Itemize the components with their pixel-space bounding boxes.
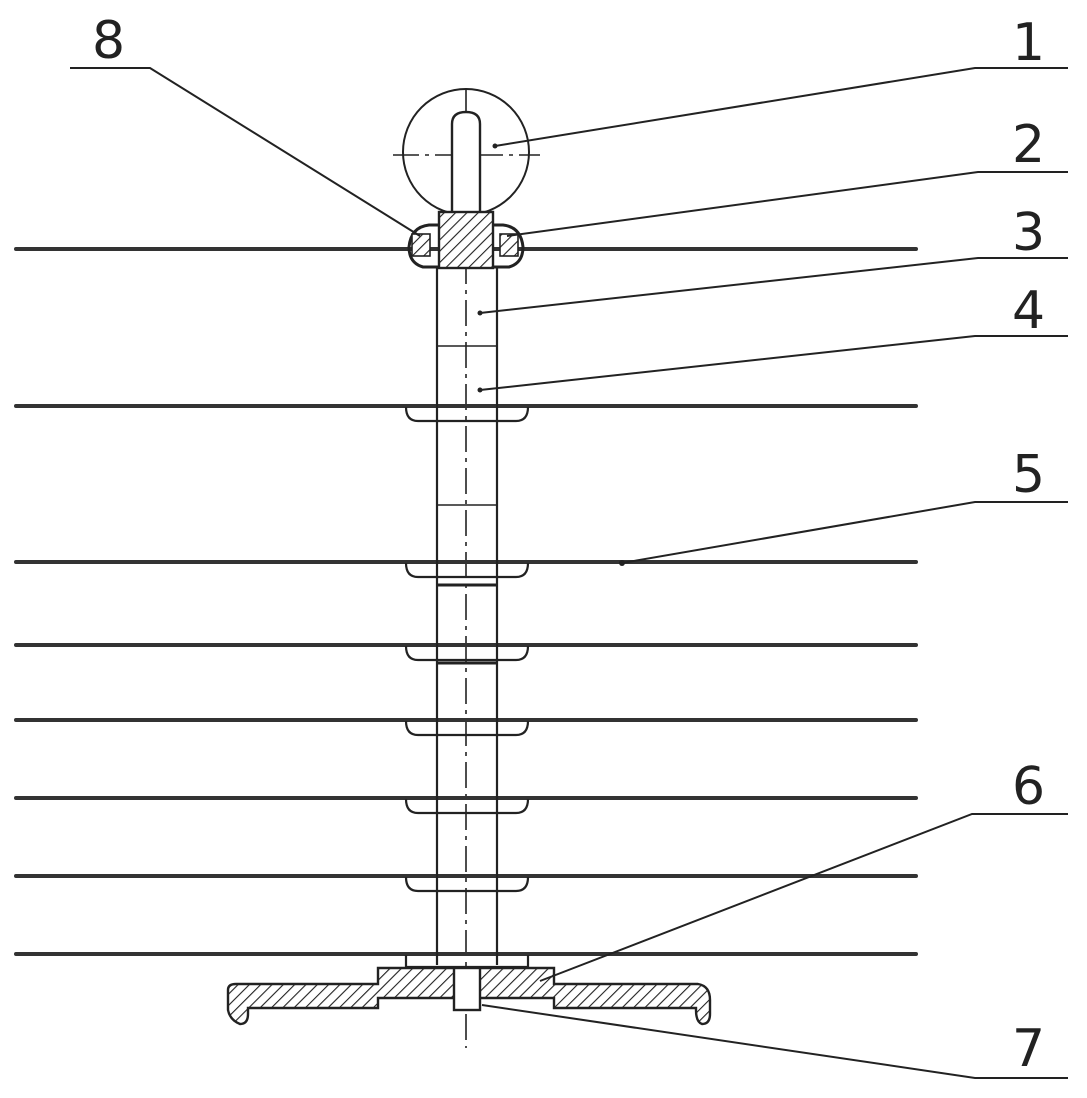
plates xyxy=(14,247,918,956)
top-clamp-right-washer xyxy=(499,233,519,257)
leader-1 xyxy=(494,67,1068,147)
leader-8 xyxy=(70,67,421,237)
leader-5 xyxy=(621,501,1068,564)
leader-2 xyxy=(506,171,1068,237)
top-clamp-right-nut xyxy=(493,223,525,269)
callout-7: 7 xyxy=(1012,1019,1045,1079)
leader-6 xyxy=(539,813,1068,982)
leader-3 xyxy=(479,257,1068,314)
leader-4 xyxy=(479,335,1068,391)
leader-dots xyxy=(477,143,625,566)
top-clamp-block xyxy=(437,210,495,270)
leader-7 xyxy=(481,1004,1068,1079)
base-bolt xyxy=(452,966,482,1012)
top-clamp-left-nut xyxy=(407,223,439,269)
top-clamp-left-washer xyxy=(411,233,431,257)
top-pin xyxy=(450,110,482,215)
callout-2: 2 xyxy=(1012,115,1045,175)
column xyxy=(435,268,499,965)
callout-8: 8 xyxy=(92,11,125,71)
leader-lines xyxy=(70,67,1068,1079)
callout-3: 3 xyxy=(1012,203,1045,263)
callout-6: 6 xyxy=(1012,757,1045,817)
callout-5: 5 xyxy=(1012,445,1045,505)
callout-4: 4 xyxy=(1012,281,1045,341)
spacer-brackets xyxy=(404,406,530,969)
callout-1: 1 xyxy=(1012,13,1045,73)
